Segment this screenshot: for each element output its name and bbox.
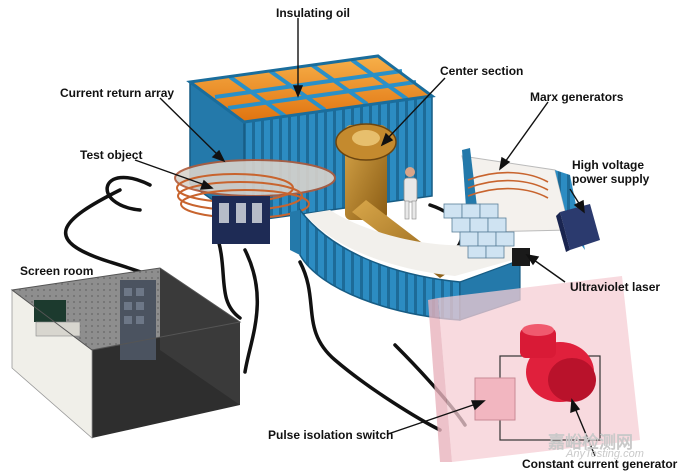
leader-arrows (134, 18, 596, 457)
label-current-return-array: Current return array (60, 86, 175, 100)
label-screen-room: Screen room (20, 264, 94, 278)
technician-figure (403, 167, 418, 220)
hv-power-supply-box (556, 204, 600, 252)
constant-current-generator-area (428, 276, 640, 462)
watermark-url: AnyTesting.com (566, 448, 644, 460)
label-marx-generators: Marx generators (530, 90, 624, 104)
screen-room (10, 267, 242, 439)
label-hv-supply-line1: High voltage (572, 158, 645, 172)
label-insulating-oil: Insulating oil (276, 6, 350, 20)
label-center-section: Center section (440, 64, 524, 78)
label-constant-current-generator: Constant current generator (522, 457, 678, 471)
label-ultraviolet-laser: Ultraviolet laser (570, 280, 661, 294)
test-object (174, 159, 336, 244)
label-hv-supply-line2: power supply (572, 172, 650, 186)
watermark-cn: 嘉峪检测网 (548, 433, 633, 452)
label-pulse-isolation-switch: Pulse isolation switch (268, 428, 394, 442)
marx-tank (443, 148, 585, 266)
label-test-object: Test object (80, 148, 143, 162)
